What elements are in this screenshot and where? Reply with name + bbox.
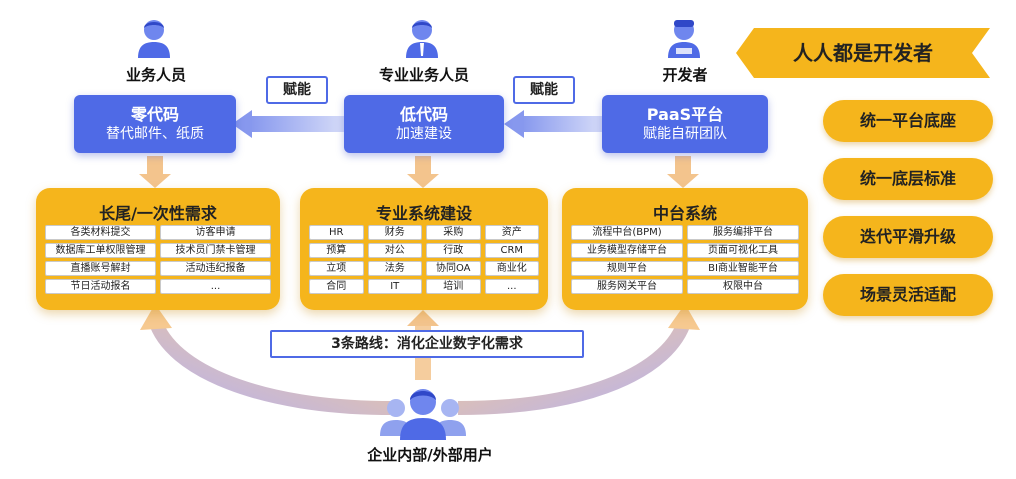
panel-cell: HR [309, 225, 364, 240]
arrow-down-2 [407, 156, 439, 188]
arc-left [140, 304, 391, 415]
platform-subtitle: 加速建设 [396, 126, 452, 142]
panel-cell: 对公 [367, 243, 422, 258]
arrow-paas-to-low [504, 110, 602, 138]
panel-title: 长尾/一次性需求 [99, 204, 217, 223]
panel-cell: 数据库工单权限管理 [45, 243, 156, 258]
panel-longtail: 长尾/一次性需求 各类材料提交 访客申请 数据库工单权限管理 技术员门禁卡管理 … [36, 188, 280, 310]
panel-cell: 财务 [367, 225, 422, 240]
panel-cell: 服务网关平台 [571, 279, 683, 294]
role-professional: 专业业务人员 [378, 66, 469, 84]
panel-professional-systems: 专业系统建设 HR 财务 采购 资产 预算 对公 行政 CRM 立项 法务 协同… [300, 188, 548, 310]
arc-right [457, 304, 700, 415]
professional-person-icon [406, 20, 438, 58]
pill-smooth-upgrade: 迭代平滑升级 [823, 216, 993, 258]
platform-title: 零代码 [130, 105, 179, 124]
role-business: 业务人员 [125, 66, 186, 84]
panel-cell: 业务模型存储平台 [571, 243, 683, 258]
panel-cell: 合同 [309, 279, 364, 294]
panel-cell: 资产 [484, 225, 539, 240]
pill-unified-standard: 统一底层标准 [823, 158, 993, 200]
panel-cell: 访客申请 [160, 225, 271, 240]
panel-cell: 采购 [426, 225, 481, 240]
panel-cell: 预算 [309, 243, 364, 258]
platform-subtitle: 替代邮件、纸质 [106, 126, 204, 142]
developer-person-icon [668, 20, 700, 58]
panel-title: 专业系统建设 [375, 204, 472, 223]
panel-cell: CRM [484, 243, 539, 258]
panel-cell: ... [160, 279, 271, 294]
platform-title: 低代码 [399, 105, 448, 124]
enable-label-2: 赋能 [513, 76, 575, 104]
panel-cell: 页面可视化工具 [687, 243, 799, 258]
panel-middle-platform: 中台系统 流程中台(BPM) 服务编排平台 业务模型存储平台 页面可视化工具 规… [562, 188, 808, 310]
panel-cell: 权限中台 [687, 279, 799, 294]
users-label: 企业内部/外部用户 [367, 446, 493, 464]
panel-cell: 培训 [426, 279, 481, 294]
panel-cell: IT [367, 279, 422, 294]
arrow-down-1 [139, 156, 171, 188]
platform-low-code: 低代码 加速建设 [344, 95, 504, 153]
panel-cell: 规则平台 [571, 261, 683, 276]
pill-unified-platform: 统一平台底座 [823, 100, 993, 142]
users-group-icon [380, 389, 466, 440]
panel-cell: 法务 [367, 261, 422, 276]
platform-paas: PaaS平台 赋能自研团队 [602, 95, 768, 153]
panel-cell: BI商业智能平台 [687, 261, 799, 276]
panel-cell: 技术员门禁卡管理 [160, 243, 271, 258]
panel-cell: 立项 [309, 261, 364, 276]
panel-cell: 节日活动报名 [45, 279, 156, 294]
panel-cell: 行政 [426, 243, 481, 258]
pill-flexible-scenario: 场景灵活适配 [823, 274, 993, 316]
panel-cell: 服务编排平台 [687, 225, 799, 240]
enable-label-1: 赋能 [266, 76, 328, 104]
platform-zero-code: 零代码 替代邮件、纸质 [74, 95, 236, 153]
role-developer: 开发者 [662, 66, 708, 84]
routes-label: 3条路线：消化企业数字化需求 [270, 330, 584, 358]
panel-cell: 协同OA [426, 261, 481, 276]
panel-cell: ... [484, 279, 539, 294]
banner-shape [736, 28, 990, 78]
panel-cell: 各类材料提交 [45, 225, 156, 240]
platform-subtitle: 赋能自研团队 [643, 126, 727, 142]
panel-title: 中台系统 [652, 204, 717, 223]
banner: 人人都是开发者 [736, 28, 990, 78]
arrow-low-to-zero [232, 110, 344, 138]
banner-text: 人人都是开发者 [793, 41, 933, 65]
platform-title: PaaS平台 [646, 105, 724, 124]
panel-cell: 流程中台(BPM) [571, 225, 683, 240]
panel-cell: 直播账号解封 [45, 261, 156, 276]
panel-cell: 商业化 [484, 261, 539, 276]
arrow-down-3 [667, 156, 699, 188]
panel-cell: 活动违纪报备 [160, 261, 271, 276]
business-person-icon [138, 20, 170, 58]
